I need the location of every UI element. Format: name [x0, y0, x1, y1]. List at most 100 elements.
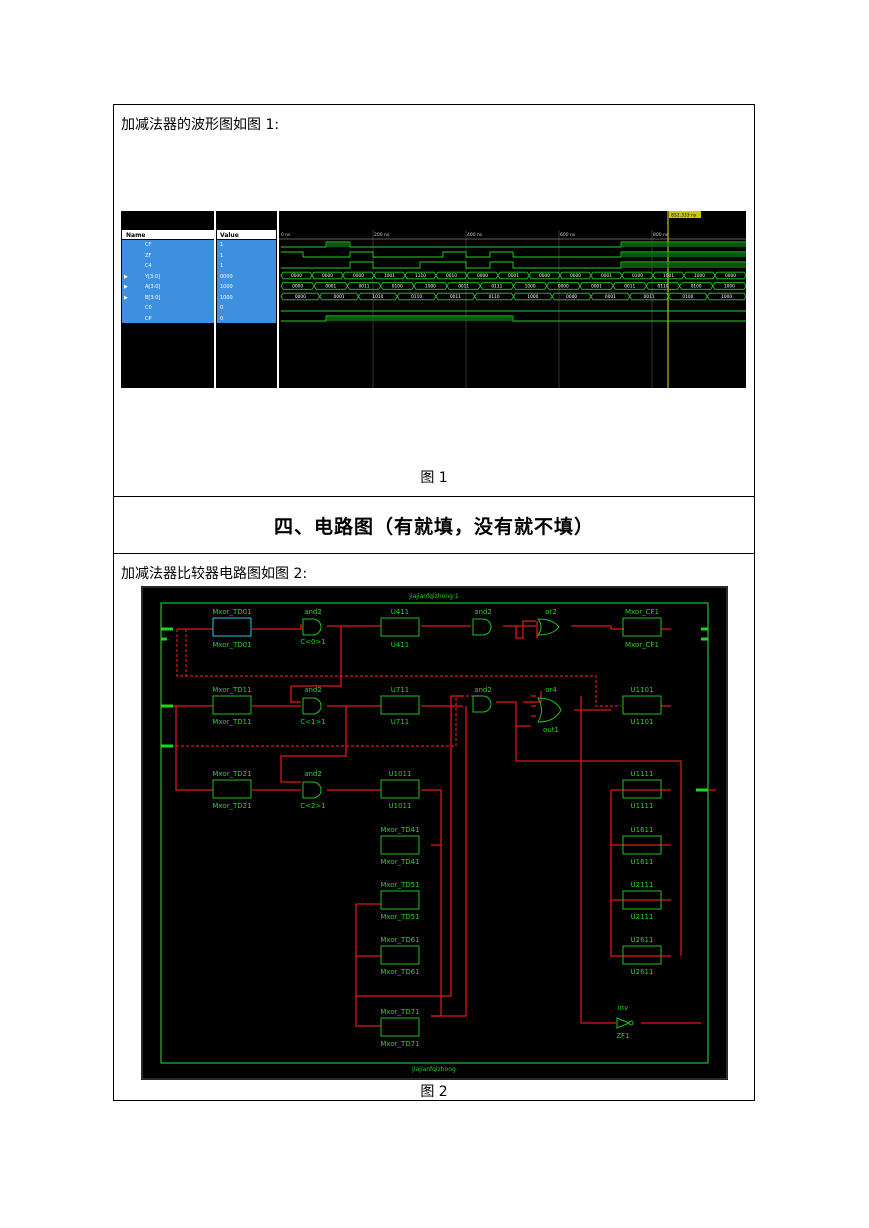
block-label: ZF1 [616, 1032, 629, 1040]
bus-value-label: 0001 [508, 273, 519, 279]
tick-800: 800 ns [653, 232, 669, 238]
bus-value-label: 0000 [477, 273, 488, 279]
signal-value: 0 [220, 316, 223, 322]
signal-value: 1000 [220, 284, 233, 290]
block-label: U2611 [631, 968, 654, 976]
block-label: U1011 [389, 802, 412, 810]
schematic-section: 加减法器比较器电路图如图 2: jiajianfqizhong:1 jiajia… [114, 553, 754, 1100]
block-label: Mxor_TD11 [212, 718, 251, 726]
signal-value: 1 [220, 242, 223, 248]
signal-name: C0 [145, 305, 152, 311]
block-label: Mxor_TD01 [212, 641, 251, 649]
block-label: or4 [545, 686, 557, 694]
signal-name: CP [145, 316, 152, 322]
block-label: C<2>1 [300, 802, 326, 810]
cursor-label-bg [669, 211, 701, 218]
tick-600: 600 ns [560, 232, 576, 238]
bus-value-label: 0100 [691, 284, 702, 290]
bus-value-label: 1010 [372, 294, 383, 300]
block-label: U1611 [631, 826, 654, 834]
block-label: Mxor_TD71 [380, 1008, 419, 1016]
block-label: U711 [391, 718, 409, 726]
bus-value-label: 0000 [322, 273, 333, 279]
block-label: Mxor_TD61 [380, 968, 419, 976]
name-header: Name [126, 232, 145, 239]
figure-1-caption: 图 1 [420, 470, 448, 486]
signal-name: C4 [145, 263, 152, 269]
bus-value-label: 0001 [325, 284, 336, 290]
value-header: Value [220, 232, 239, 239]
block-label: Mxor_TD51 [380, 913, 419, 921]
bus-value-label: 1001 [663, 273, 674, 279]
bus-value-label: 0111 [491, 284, 502, 290]
block-label: Mxor_TD41 [380, 826, 419, 834]
block-label: C<1>1 [300, 718, 326, 726]
bus-value-label: 0011 [624, 284, 635, 290]
schematic-frame [160, 602, 709, 1064]
bus-value-label: 1001 [384, 273, 395, 279]
signal-name: Y[3:0] [144, 274, 160, 280]
bus-value-label: 0001 [605, 294, 616, 300]
bus-value-label: 0000 [291, 273, 302, 279]
block-label: U711 [391, 686, 409, 694]
block-label: U1111 [631, 770, 654, 778]
block-label: U1101 [631, 686, 654, 694]
block-label: U2111 [631, 913, 654, 921]
schematic-title: jiajianfqizhong:1 [408, 593, 459, 600]
bus-value-label: 0100 [682, 294, 693, 300]
bus-value-label: 1110 [415, 273, 426, 279]
bus-value-label: 0011 [450, 294, 461, 300]
bus-value-label: 0000 [725, 273, 736, 279]
block-label: U2611 [631, 936, 654, 944]
bus-value-label: 0000 [539, 273, 550, 279]
expand-arrow-icon[interactable]: ▶ [124, 274, 128, 280]
bus-value-label: 1000 [721, 294, 732, 300]
block-label: Mxor_TD51 [380, 881, 419, 889]
block-label: Mxor_TD01 [212, 608, 251, 616]
waveform-intro: 加减法器的波形图如图 1: [121, 117, 280, 133]
bus-value-label: 0100 [392, 284, 403, 290]
block-label: and2 [304, 770, 322, 778]
block-label: U1011 [389, 770, 412, 778]
block-label: inv [618, 1004, 629, 1012]
bus-value-label: 0000 [295, 294, 306, 300]
bus-value-label: 1000 [724, 284, 735, 290]
expand-arrow-icon[interactable]: ▶ [124, 284, 128, 290]
schematic-intro: 加减法器比较器电路图如图 2: [121, 566, 308, 582]
signal-value: 1 [220, 263, 223, 269]
bus-value-label: 1000 [527, 294, 538, 300]
signal-value: 1000 [220, 295, 233, 301]
bus-value-label: 0110 [489, 294, 500, 300]
signal-name: B[3:0] [145, 295, 160, 301]
signal-value: 0 [220, 305, 223, 311]
block-label: and2 [304, 686, 322, 694]
signal-value: 1 [220, 253, 223, 259]
block-label: Mxor_TD21 [212, 770, 251, 778]
expand-arrow-icon[interactable]: ▶ [124, 295, 128, 301]
bus-value-label: 1000 [425, 284, 436, 290]
waveform-screenshot: Name Value 0 ns 200 ns 400 ns [121, 211, 747, 388]
signal-name: A[3:0] [145, 284, 160, 290]
bus-value-label: 0001 [334, 294, 345, 300]
bus-value-label: 0011 [458, 284, 469, 290]
bus-value-label: 0000 [558, 284, 569, 290]
block-label: U411 [391, 641, 409, 649]
block-label: U1111 [631, 802, 654, 810]
document-table: 加减法器的波形图如图 1: Name Value [113, 104, 755, 1101]
bus-value-label: 1000 [525, 284, 536, 290]
signal-name: ZF [145, 253, 151, 259]
block-label: Mxor_TD11 [212, 686, 251, 694]
cursor-label: 852.333 ns [671, 213, 697, 219]
block-label: Mxor_TD41 [380, 858, 419, 866]
figure-2-caption: 图 2 [420, 1084, 448, 1100]
block-label: and2 [304, 608, 322, 616]
circuit-heading-row: 四、电路图（有就填，没有就不填） [114, 496, 754, 553]
bus-value-label: 0010 [446, 273, 457, 279]
block-label: U1611 [631, 858, 654, 866]
bus-value-label: 0110 [411, 294, 422, 300]
bus-value-label: 0011 [359, 284, 370, 290]
block-label: and2 [474, 608, 492, 616]
